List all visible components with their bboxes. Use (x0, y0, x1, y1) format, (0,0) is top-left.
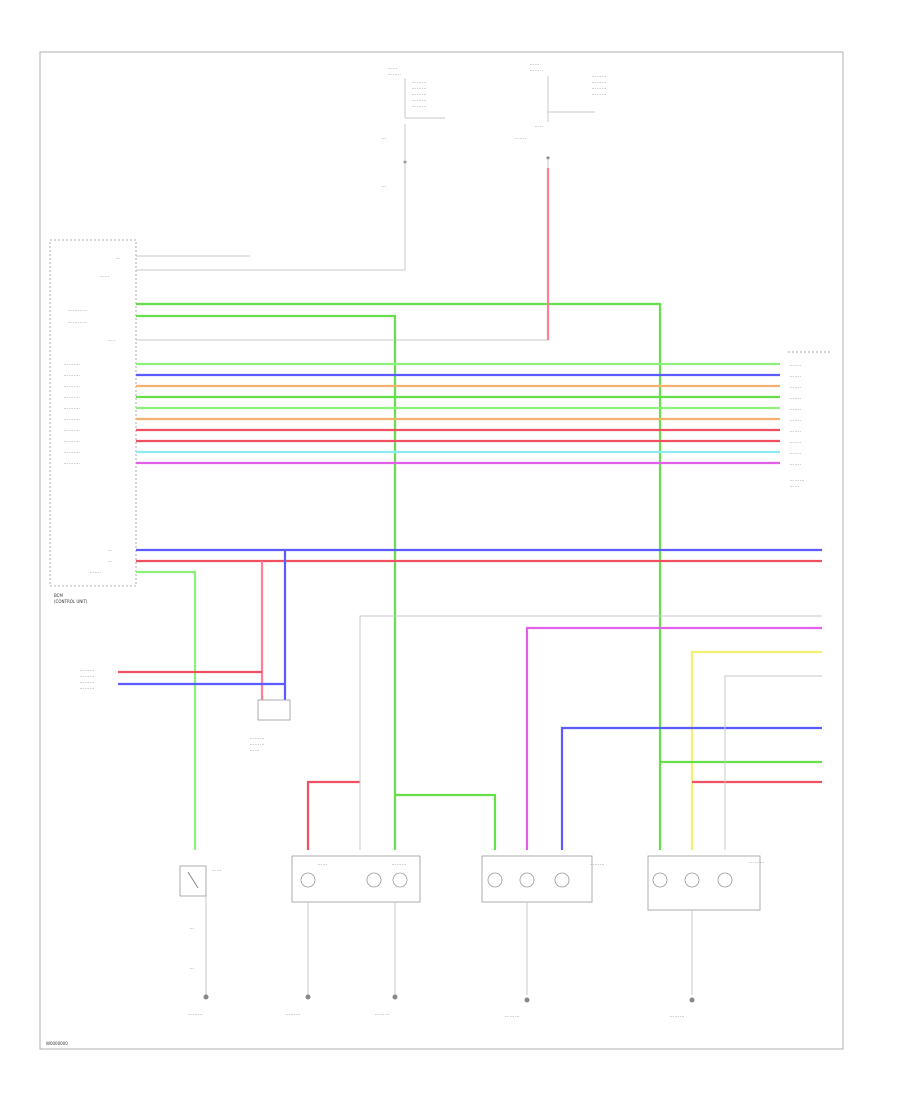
svg-text:··· ··· ···: ··· ··· ··· (592, 92, 606, 97)
svg-text:··· ··· ·: ··· ··· · (790, 462, 801, 467)
svg-text:··· ··· ···: ··· ··· ··· (286, 1012, 300, 1017)
joint-connector: ··· ··· ··· ··· ··· ··· ··· ··· (250, 699, 291, 753)
svg-text:··· ··· ···: ··· ··· ··· (592, 74, 606, 79)
w-green-low (136, 570, 197, 850)
svg-text:··· ··· ···: ··· ··· ··· (592, 86, 606, 91)
w-magenta (525, 626, 822, 850)
svg-text:···: ··· (116, 256, 120, 261)
w-blue-r (560, 726, 822, 850)
w-green-top (136, 302, 662, 850)
svg-text:··· ··· ··· ·: ··· ··· ··· · (64, 406, 81, 411)
svg-text:··· ··· ···: ··· ··· ··· (80, 686, 94, 691)
svg-text:··· ··· ···: ··· ··· ··· (375, 1012, 389, 1017)
wire-bus (118, 168, 822, 850)
svg-text:···: ··· (108, 548, 112, 553)
bcm-label-a: BCM (54, 593, 63, 598)
bcm-pin-labels: ··· ··· ··· ··· ··· ··· ··· ··· ··· ··· … (64, 256, 120, 575)
svg-text:··· ··· ·: ··· ··· · (515, 136, 526, 141)
svg-text:···: ··· (382, 184, 386, 189)
svg-text:··· ··· ···: ··· ··· ··· (412, 98, 426, 103)
svg-text:··· ··· ·: ··· ··· · (790, 363, 801, 368)
bcm-label-b: (CONTROL UNIT) (54, 599, 88, 604)
svg-text:··· ···: ··· ··· (388, 66, 397, 71)
svg-text:··· ··· ···: ··· ··· ··· (412, 80, 426, 85)
svg-text:··· ··· ···: ··· ··· ··· (250, 742, 264, 747)
svg-text:··· ··· ···: ··· ··· ··· (188, 1012, 202, 1017)
svg-text:··· ··· ···: ··· ··· ··· (80, 668, 94, 673)
lamp-group-2: ··· ··· ··· (481, 855, 604, 995)
svg-text:··· ··· ··: ··· ··· ·· (530, 68, 543, 73)
svg-text:··· ··· ··· ·: ··· ··· ··· · (64, 417, 81, 422)
svg-text:··· ··: ··· ·· (535, 124, 543, 129)
svg-text:··· ··· ··· ·: ··· ··· ··· · (64, 384, 81, 389)
svg-text:··· ··· ·: ··· ··· · (790, 418, 801, 423)
right-connector: ··· ··· · ··· ··· · ··· ··· · ··· ··· · … (788, 351, 830, 489)
svg-text:··· ··: ··· ·· (108, 338, 116, 343)
svg-text:··· ··· ··· ·: ··· ··· ··· · (64, 450, 81, 455)
svg-text:··· ··· ···: ··· ··· ··· (412, 86, 426, 91)
lamp-group-3: ··· ··· ··· (647, 855, 764, 995)
svg-text:··· ··· ···: ··· ··· ··· (250, 736, 264, 741)
bcm-module (49, 239, 137, 587)
footer-code: W0000000 (46, 1041, 68, 1046)
svg-text:··· ···: ··· ··· (212, 868, 221, 873)
svg-text:··· ··· ·: ··· ··· · (790, 440, 801, 445)
svg-text:··· ··· ···: ··· ··· ··· (412, 92, 426, 97)
svg-text:··· ··· ···: ··· ··· ··· (670, 1014, 684, 1019)
svg-text:··· ···: ··· ··· (318, 862, 327, 867)
svg-text:···: ··· (108, 559, 112, 564)
svg-text:··· ··· ·: ··· ··· · (790, 451, 801, 456)
svg-text:··· ··· ·: ··· ··· · (90, 570, 101, 575)
svg-text:··· ···: ··· ··· (530, 62, 539, 67)
svg-text:··· ··· ··· ·: ··· ··· ··· · (64, 373, 81, 378)
svg-text:··· ··· ·: ··· ··· · (790, 429, 801, 434)
ground-points (203, 994, 695, 1003)
w-yellow (690, 650, 822, 850)
svg-text:··· ···: ··· ··· (250, 748, 259, 753)
svg-text:··· ··· ···: ··· ··· ··· (412, 104, 426, 109)
svg-text:··· ··· ···: ··· ··· ··· (80, 680, 94, 685)
svg-text:··· ··· ··· ·: ··· ··· ··· · (64, 439, 81, 444)
svg-text:··· ··· ··: ··· ··· ·· (388, 72, 401, 77)
svg-text:··· ··· ·: ··· ··· · (790, 374, 801, 379)
svg-text:··· ··· ··· ·: ··· ··· ··· · (64, 428, 81, 433)
svg-text:··· ··· ··· ·: ··· ··· ··· · (64, 362, 81, 367)
svg-text:··· ··· ··· ·: ··· ··· ··· · (64, 461, 81, 466)
svg-text:···: ··· (190, 966, 194, 971)
svg-text:···: ··· (190, 926, 194, 931)
svg-text:···: ··· (382, 136, 386, 141)
w-green-lamp (395, 793, 497, 850)
lamp-group-1: ··· ··· ··· ··· ··· (291, 855, 421, 995)
svg-text:··· ··· ··· ···: ··· ··· ··· ··· (68, 308, 87, 313)
svg-text:··· ··· ··· ·: ··· ··· ··· · (64, 395, 81, 400)
svg-text:··· ··· ···: ··· ··· ··· (505, 1014, 519, 1019)
svg-text:··· ···: ··· ··· (790, 484, 799, 489)
svg-text:··· ··· ·: ··· ··· · (790, 407, 801, 412)
fuse-block-left: ··· ··· ··· ··· ·· ··· ··· ··· ··· ··· ·… (382, 66, 445, 270)
hazard-switch: ··· ··· ··· ··· (179, 865, 221, 995)
svg-text:··· ··· ··· ···: ··· ··· ··· ··· (68, 320, 87, 325)
svg-text:··· ··· ···: ··· ··· ··· (392, 862, 406, 867)
w-green-2 (136, 314, 397, 850)
svg-text:··· ··· ·: ··· ··· · (790, 385, 801, 390)
svg-text:··· ··· ···: ··· ··· ··· (790, 478, 804, 483)
svg-text:··· ···: ··· ··· (100, 274, 109, 279)
svg-text:··· ··· ···: ··· ··· ··· (592, 80, 606, 85)
fuse-block-right: ··· ··· ··· ··· ·· ··· ··· ··· ··· ··· ·… (515, 62, 606, 160)
diagram-frame (39, 51, 844, 1050)
w-red-lamp (306, 780, 360, 850)
svg-text:··· ··· ···: ··· ··· ··· (750, 860, 764, 865)
svg-text:··· ··· ···: ··· ··· ··· (80, 674, 94, 679)
svg-text:··· ··· ·: ··· ··· · (790, 396, 801, 401)
svg-text:··· ··· ···: ··· ··· ··· (590, 862, 604, 867)
